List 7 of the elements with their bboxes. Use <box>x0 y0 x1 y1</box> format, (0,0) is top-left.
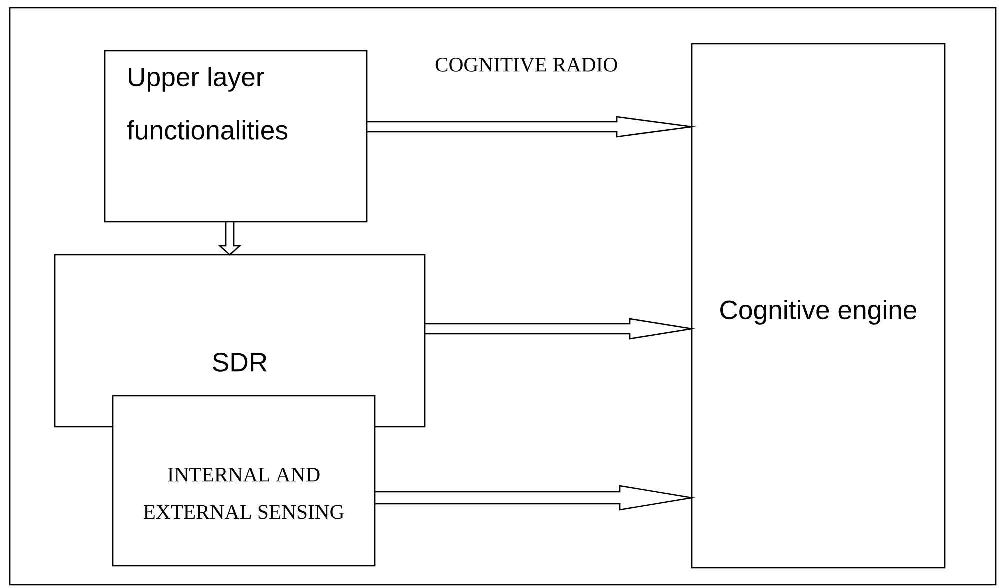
hollow-arrow <box>424 318 696 340</box>
hollow-arrow <box>366 116 698 138</box>
block-box: Cognitive engine <box>691 43 946 569</box>
hollow-arrow <box>218 221 242 256</box>
block-box: INTERNAL AND EXTERNAL SENSING <box>112 395 376 567</box>
hollow-arrow <box>374 485 696 511</box>
block-box: Upper layer functionalities <box>104 50 368 223</box>
